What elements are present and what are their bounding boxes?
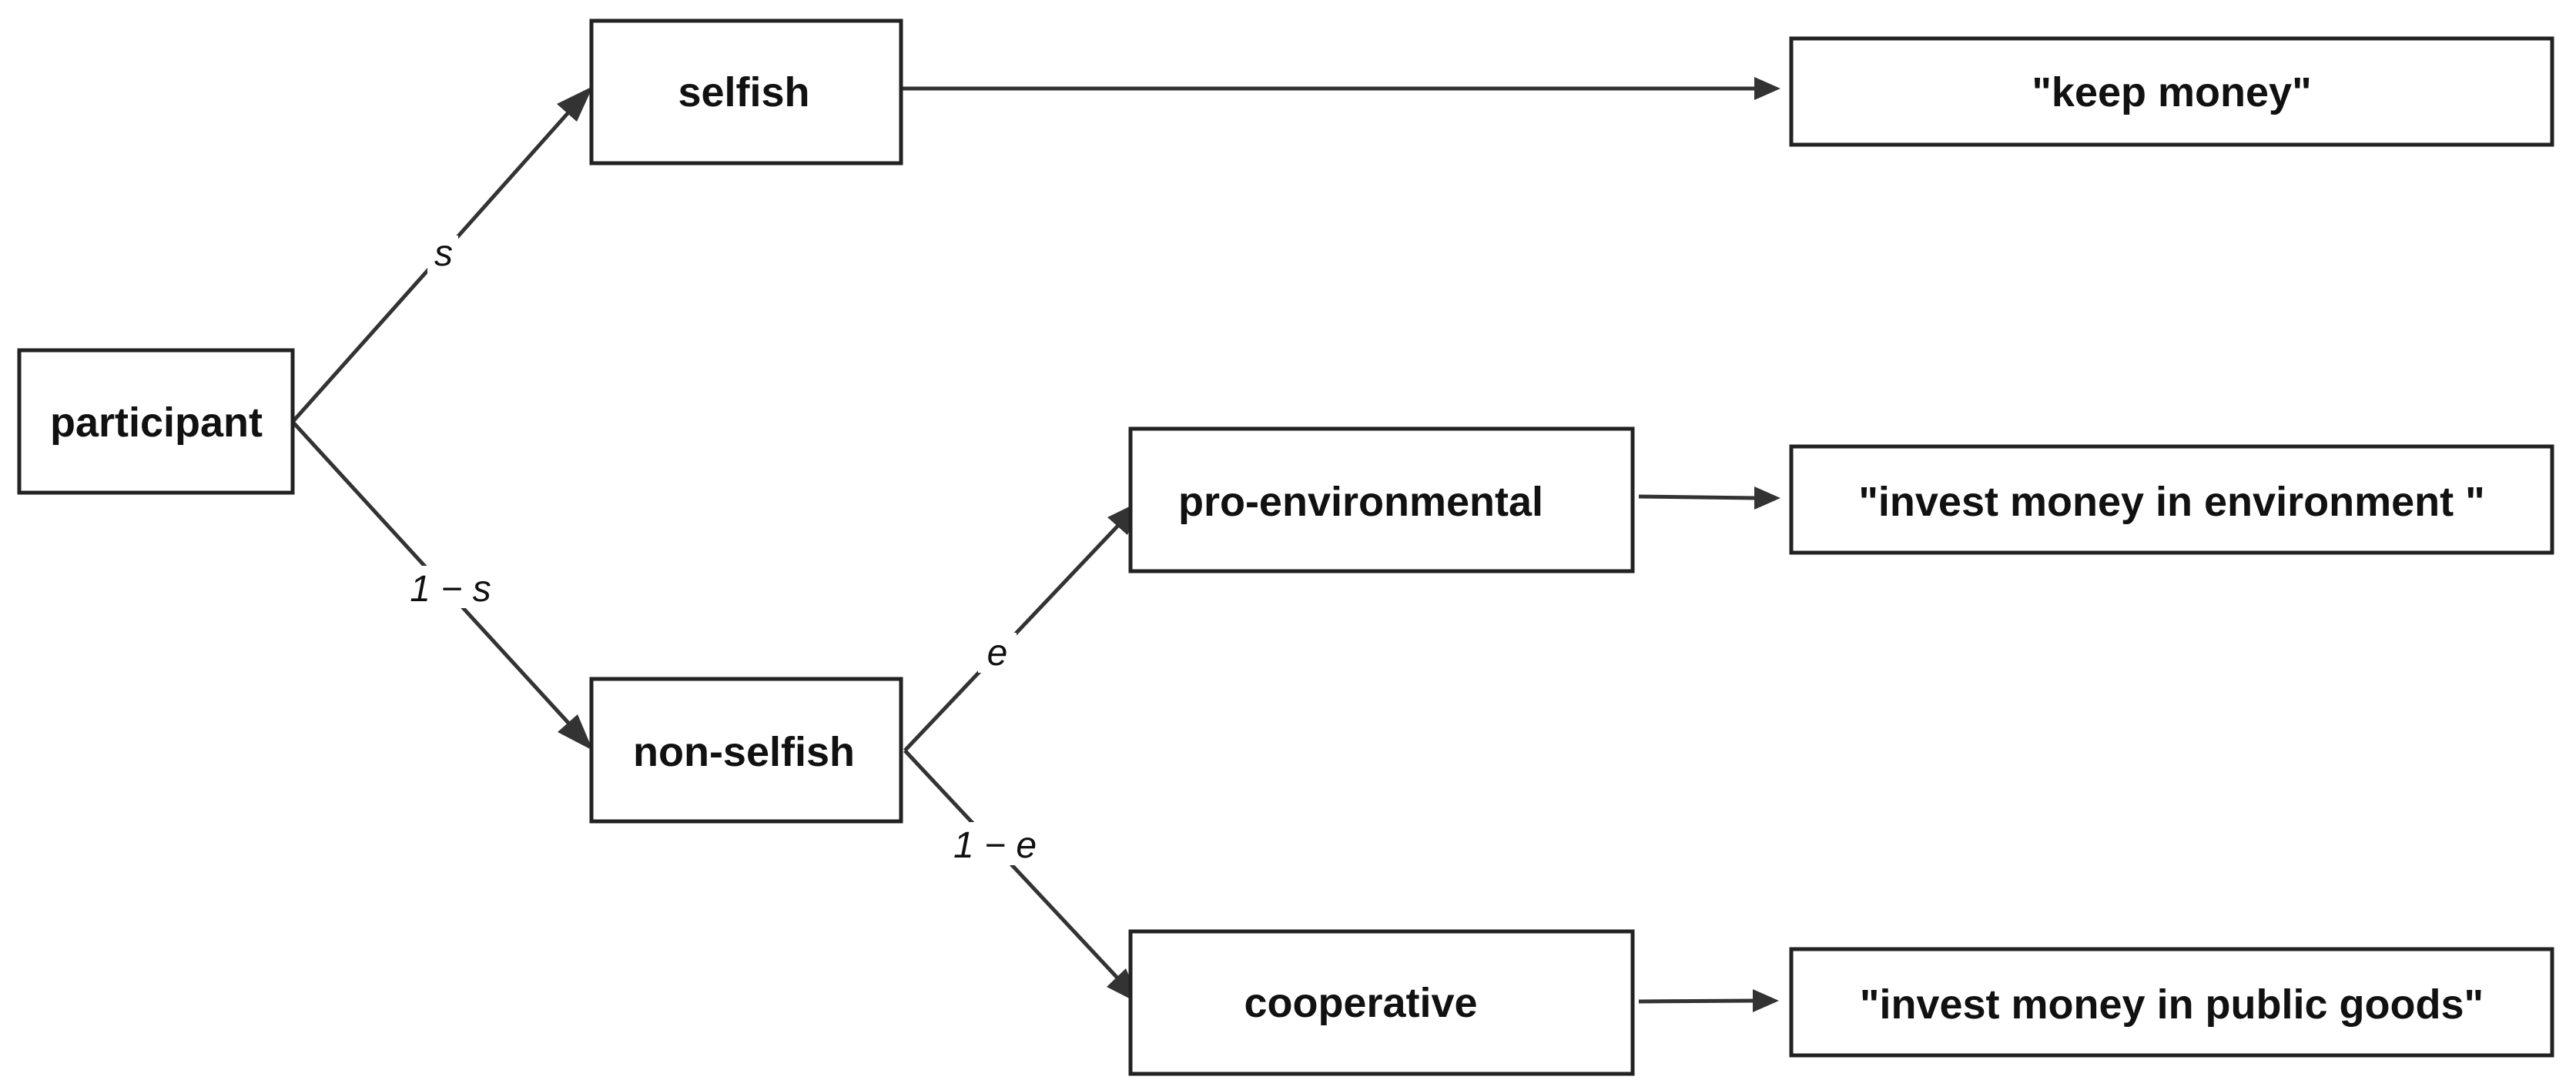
- node-invest-environment: "invest money in environment ": [1789, 444, 2554, 555]
- node-non-selfish: non-selfish: [589, 677, 903, 824]
- node-label-cooperative: cooperative: [1244, 980, 1477, 1026]
- edge-label-one-minus-e: 1 − e: [953, 825, 1037, 866]
- edge-label-one-minus-s: 1 − s: [410, 569, 491, 610]
- arrowhead-invest-public-goods: [1753, 989, 1779, 1012]
- arrowhead-selfish: [557, 86, 593, 122]
- node-label-participant: participant: [50, 400, 263, 446]
- node-label-keep-money: "keep money": [2032, 69, 2311, 115]
- node-label-invest-environment: "invest money in environment ": [1858, 479, 2484, 525]
- node-label-pro-environmental: pro-environmental: [1178, 479, 1543, 525]
- node-selfish: selfish: [589, 18, 903, 166]
- arrowhead-invest-environment: [1754, 486, 1780, 510]
- node-label-invest-public-goods: "invest money in public goods": [1860, 981, 2484, 1028]
- edge-label-e: e: [987, 633, 1008, 674]
- edge-label-s: s: [434, 233, 453, 274]
- edge-labels: s 1 − s e 1 − e: [400, 233, 1047, 866]
- arrowhead-keep-money: [1754, 77, 1780, 100]
- node-invest-public-goods: "invest money in public goods": [1789, 947, 2554, 1058]
- node-pro-environmental: pro-environmental: [1128, 426, 1635, 573]
- node-label-non-selfish: non-selfish: [633, 729, 855, 775]
- node-participant: participant: [17, 348, 295, 495]
- node-cooperative: cooperative: [1128, 929, 1635, 1076]
- edge-non-selfish-to-cooperative: [903, 749, 1126, 987]
- node-keep-money: "keep money": [1789, 36, 2554, 147]
- node-label-selfish: selfish: [678, 69, 809, 115]
- arrowhead-non-selfish: [558, 714, 593, 751]
- edge-pro-environmental-to-invest-environment: [1638, 494, 1757, 500]
